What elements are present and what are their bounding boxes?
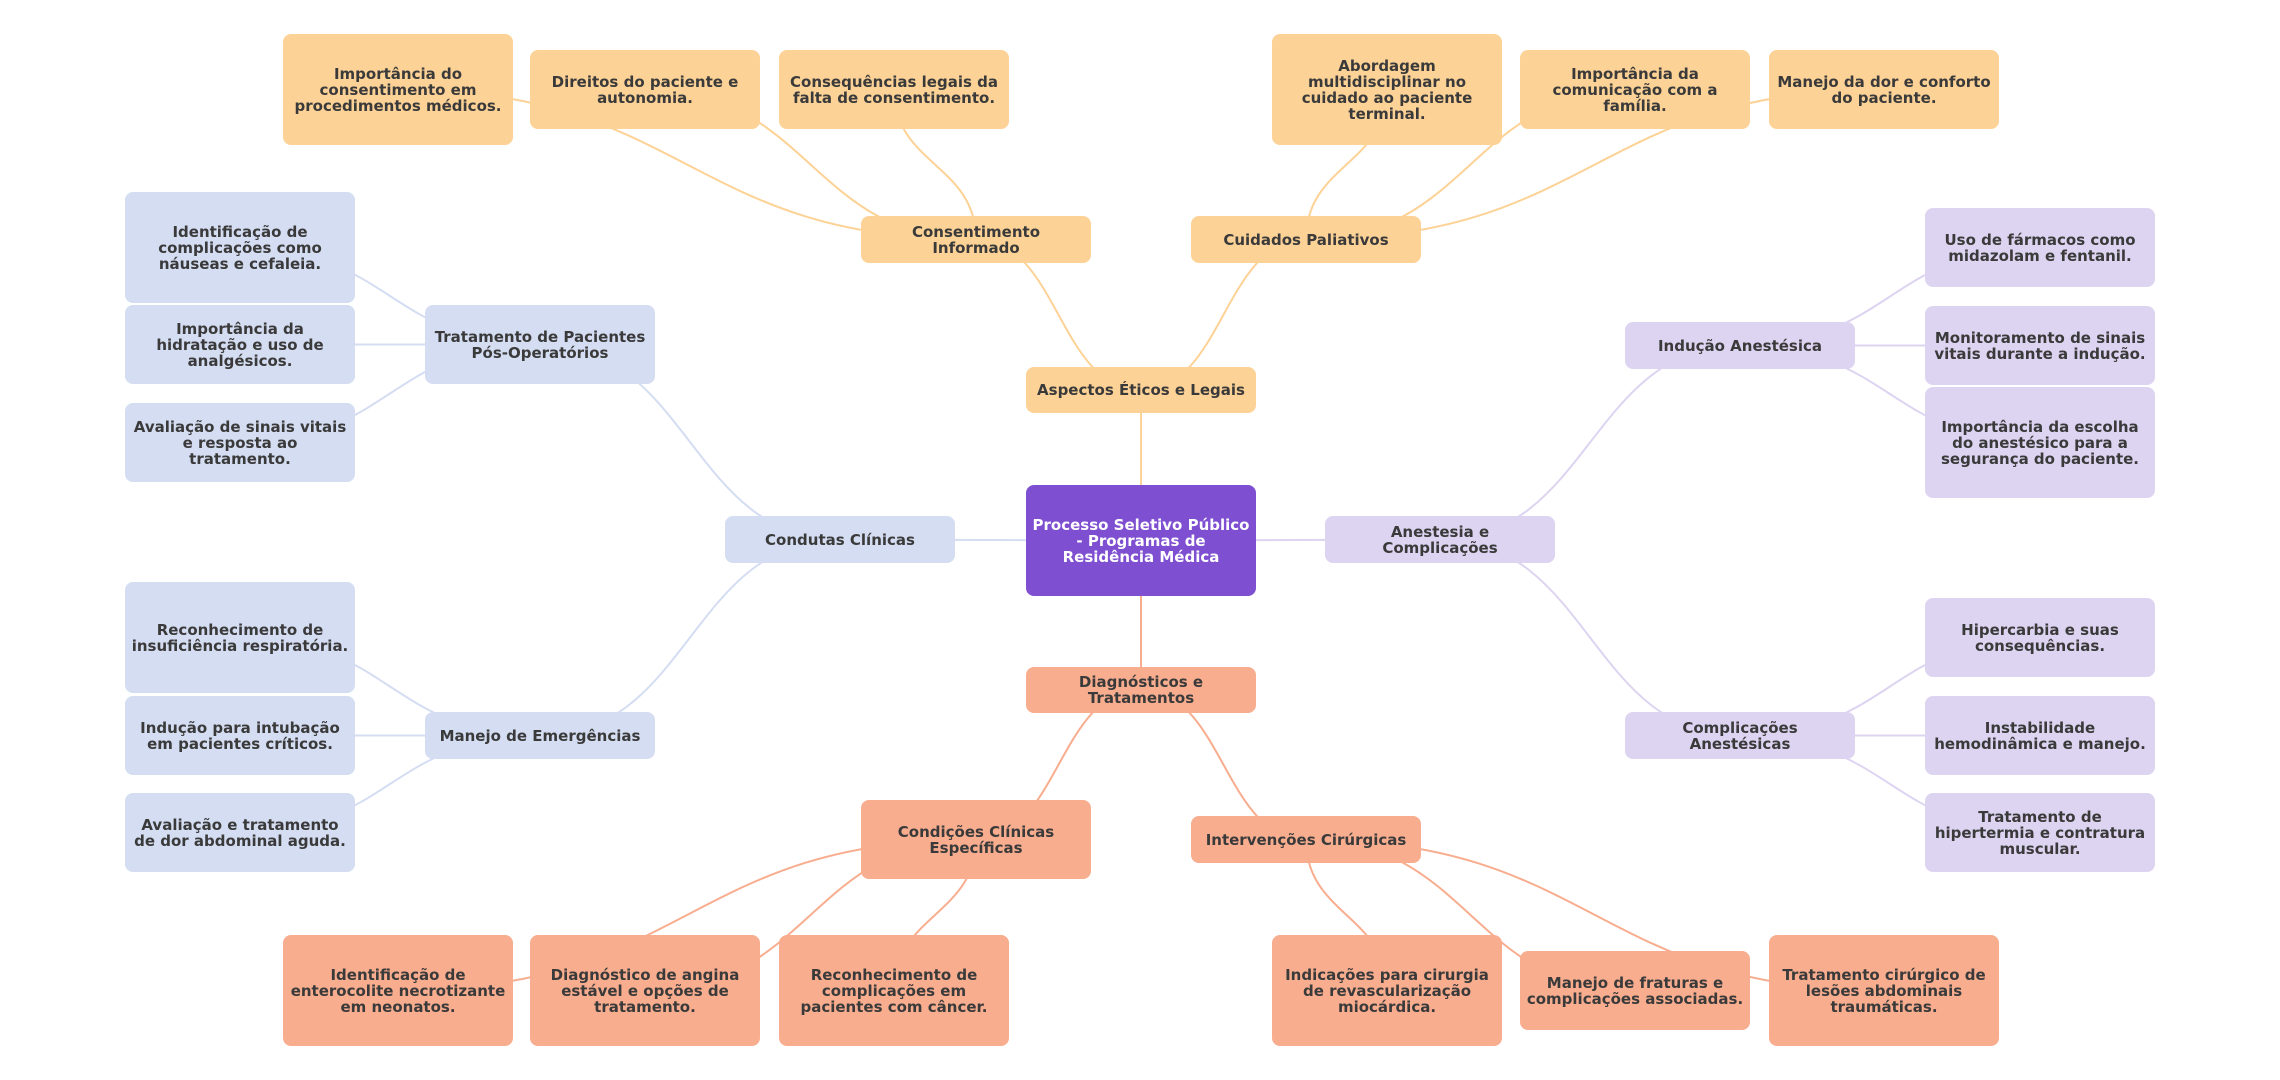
leaf-node[interactable]: Importância da comunicação com a família… bbox=[1520, 50, 1750, 129]
leaf-label: Abordagem multidisciplinar no cuidado ao… bbox=[1301, 56, 1473, 123]
leaf-label: Diagnóstico de angina estável e opções d… bbox=[550, 965, 740, 1016]
leaf-label: Reconhecimento de insuficiência respirat… bbox=[131, 620, 349, 655]
branch-node-diagnosticos-tratamentos[interactable]: Diagnósticos e Tratamentos bbox=[1026, 667, 1256, 713]
leaf-label: Instabilidade hemodinâmica e manejo. bbox=[1934, 718, 2146, 753]
root-node[interactable]: Processo Seletivo Público - Programas de… bbox=[1026, 485, 1256, 596]
leaf-node[interactable]: Indução para intubação em pacientes crít… bbox=[125, 696, 355, 775]
leaf-node[interactable]: Direitos do paciente e autonomia. bbox=[530, 50, 760, 129]
leaf-node[interactable]: Importância da hidratação e uso de analg… bbox=[125, 305, 355, 384]
topic-node-condicoes-clinicas[interactable]: Condições Clínicas Específicas bbox=[861, 800, 1091, 879]
leaf-label: Indicações para cirurgia de revasculariz… bbox=[1285, 965, 1489, 1016]
leaf-label: Manejo de fraturas e complicações associ… bbox=[1526, 973, 1744, 1008]
leaf-label: Importância da hidratação e uso de analg… bbox=[156, 319, 324, 370]
leaf-label: Manejo da dor e conforto do paciente. bbox=[1777, 72, 1991, 107]
branch-node-aspectos-eticos[interactable]: Aspectos Éticos e Legais bbox=[1026, 367, 1256, 413]
topic-node-consentimento-informado[interactable]: Consentimento Informado bbox=[861, 216, 1091, 263]
leaf-label: Uso de fármacos como midazolam e fentani… bbox=[1944, 230, 2136, 265]
leaf-label: Tratamento de hipertermia e contratura m… bbox=[1934, 807, 2146, 858]
topic-node-pos-operatorios[interactable]: Tratamento de Pacientes Pós-Operatórios bbox=[425, 305, 655, 384]
leaf-label: Avaliação e tratamento de dor abdominal … bbox=[134, 815, 346, 850]
topic-label: Cuidados Paliativos bbox=[1223, 230, 1389, 249]
leaf-node[interactable]: Consequências legais da falta de consent… bbox=[779, 50, 1009, 129]
leaf-label: Reconhecimento de complicações em pacien… bbox=[800, 965, 988, 1016]
branch-label: Diagnósticos e Tratamentos bbox=[1078, 673, 1204, 707]
leaf-node[interactable]: Avaliação de sinais vitais e resposta ao… bbox=[125, 403, 355, 482]
connector-branch-topic bbox=[539, 538, 841, 737]
topic-node-intervencoes-cirurgicas[interactable]: Intervenções Cirúrgicas bbox=[1191, 816, 1421, 863]
leaf-node[interactable]: Importância do consentimento em procedim… bbox=[283, 34, 513, 145]
branch-node-anestesia-complicacoes[interactable]: Anestesia e Complicações bbox=[1325, 516, 1555, 563]
topic-label: Consentimento Informado bbox=[911, 222, 1041, 257]
leaf-node[interactable]: Identificação de complicações como náuse… bbox=[125, 192, 355, 303]
leaf-node[interactable]: Abordagem multidisciplinar no cuidado ao… bbox=[1272, 34, 1502, 145]
leaf-node[interactable]: Uso de fármacos como midazolam e fentani… bbox=[1925, 208, 2155, 287]
leaf-label: Monitoramento de sinais vitais durante a… bbox=[1934, 328, 2146, 363]
topic-node-manejo-emergencias[interactable]: Manejo de Emergências bbox=[425, 712, 655, 759]
topic-node-cuidados-paliativos[interactable]: Cuidados Paliativos bbox=[1191, 216, 1421, 263]
branch-label: Aspectos Éticos e Legais bbox=[1037, 381, 1245, 399]
branch-label: Condutas Clínicas bbox=[765, 530, 915, 549]
leaf-node[interactable]: Hipercarbia e suas consequências. bbox=[1925, 598, 2155, 677]
topic-label: Manejo de Emergências bbox=[439, 726, 641, 745]
leaf-node[interactable]: Tratamento de hipertermia e contratura m… bbox=[1925, 793, 2155, 872]
connector-branch-topic bbox=[1439, 344, 1741, 541]
leaf-label: Importância da comunicação com a família… bbox=[1552, 64, 1718, 115]
root-label: Processo Seletivo Público - Programas de… bbox=[1032, 515, 1250, 566]
branch-node-condutas-clinicas[interactable]: Condutas Clínicas bbox=[725, 516, 955, 563]
leaf-label: Avaliação de sinais vitais e resposta ao… bbox=[133, 417, 347, 468]
leaf-label: Identificação de complicações como náuse… bbox=[158, 222, 322, 273]
leaf-node[interactable]: Diagnóstico de angina estável e opções d… bbox=[530, 935, 760, 1046]
topic-label: Intervenções Cirúrgicas bbox=[1205, 830, 1407, 849]
leaf-node[interactable]: Reconhecimento de complicações em pacien… bbox=[779, 935, 1009, 1046]
topic-label: Indução Anestésica bbox=[1657, 336, 1823, 355]
topic-node-inducao-anestesica[interactable]: Indução Anestésica bbox=[1625, 322, 1855, 369]
topic-label: Condições Clínicas Específicas bbox=[897, 822, 1055, 857]
connector-branch-topic bbox=[1439, 538, 1741, 737]
topic-label: Complicações Anestésicas bbox=[1682, 718, 1798, 753]
branch-label: Anestesia e Complicações bbox=[1382, 522, 1498, 557]
leaf-label: Tratamento cirúrgico de lesões abdominai… bbox=[1782, 965, 1986, 1016]
leaf-node[interactable]: Identificação de enterocolite necrotizan… bbox=[283, 935, 513, 1046]
leaf-label: Consequências legais da falta de consent… bbox=[790, 72, 998, 107]
leaf-node[interactable]: Reconhecimento de insuficiência respirat… bbox=[125, 582, 355, 693]
leaf-label: Hipercarbia e suas consequências. bbox=[1961, 620, 2119, 655]
leaf-node[interactable]: Tratamento cirúrgico de lesões abdominai… bbox=[1769, 935, 1999, 1046]
leaf-node[interactable]: Monitoramento de sinais vitais durante a… bbox=[1925, 306, 2155, 385]
leaf-label: Identificação de enterocolite necrotizan… bbox=[290, 965, 506, 1016]
leaf-label: Direitos do paciente e autonomia. bbox=[551, 72, 739, 107]
leaf-node[interactable]: Manejo da dor e conforto do paciente. bbox=[1769, 50, 1999, 129]
topic-label: Tratamento de Pacientes Pós-Operatórios bbox=[434, 327, 646, 362]
leaf-node[interactable]: Avaliação e tratamento de dor abdominal … bbox=[125, 793, 355, 872]
leaf-label: Indução para intubação em pacientes crít… bbox=[140, 718, 340, 753]
leaf-label: Importância da escolha do anestésico par… bbox=[1940, 417, 2139, 468]
topic-node-complicacoes-anestesicas[interactable]: Complicações Anestésicas bbox=[1625, 712, 1855, 759]
leaf-node[interactable]: Importância da escolha do anestésico par… bbox=[1925, 387, 2155, 498]
leaf-node[interactable]: Instabilidade hemodinâmica e manejo. bbox=[1925, 696, 2155, 775]
leaf-node[interactable]: Manejo de fraturas e complicações associ… bbox=[1520, 951, 1750, 1030]
leaf-node[interactable]: Indicações para cirurgia de revasculariz… bbox=[1272, 935, 1502, 1046]
leaf-label: Importância do consentimento em procedim… bbox=[294, 64, 502, 115]
